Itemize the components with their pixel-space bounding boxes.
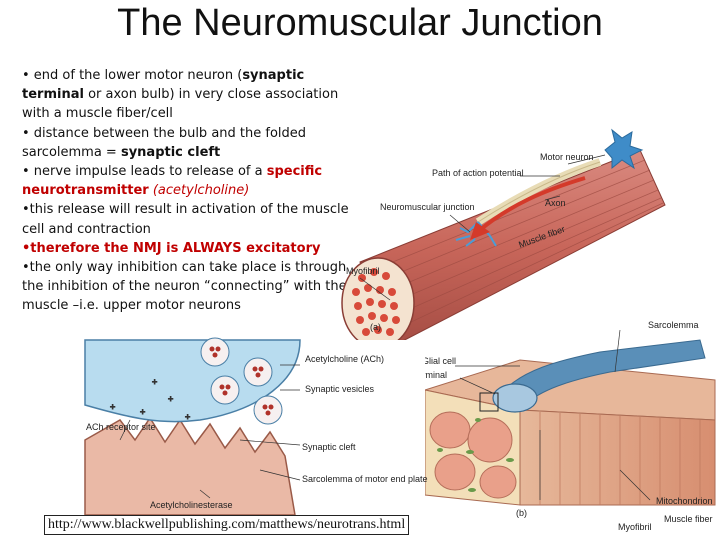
label-axon: Axon bbox=[545, 198, 566, 208]
bullet-list: • end of the lower motor neuron (synapti… bbox=[22, 66, 357, 316]
label-neuromuscular-junction: Neuromuscular junction bbox=[380, 202, 475, 212]
bullet-6: •the only way inhibition can take place … bbox=[22, 260, 347, 314]
bullet-2: • distance between the bulb and the fold… bbox=[22, 125, 307, 160]
svg-text:+: + bbox=[152, 377, 157, 387]
muscle-striations bbox=[367, 159, 664, 333]
source-url[interactable]: http://www.blackwellpublishing.com/matth… bbox=[44, 515, 410, 535]
motor-neuron-body bbox=[604, 128, 644, 170]
action-potential-arrow bbox=[478, 176, 586, 232]
figure-a: Motor neuron Path of action potential Ax… bbox=[341, 128, 666, 349]
label-motor-neuron: Motor neuron bbox=[540, 152, 594, 162]
slide-title: The Neuromuscular Junction bbox=[117, 2, 603, 44]
bullet-4: •this release will result in activation … bbox=[22, 202, 349, 237]
svg-text:+: + bbox=[140, 407, 145, 417]
myofibril-dots bbox=[352, 268, 400, 336]
muscle-cell-sections bbox=[429, 411, 517, 499]
bullet-3: • nerve impulse leads to release of a sp… bbox=[22, 164, 323, 199]
svg-text:+: + bbox=[185, 412, 190, 422]
label-synaptic-terminal: Synaptic terminal bbox=[378, 370, 447, 380]
synaptic-vesicles bbox=[200, 337, 283, 425]
axon-terminal-branches bbox=[455, 221, 497, 247]
synaptic-terminal-shape bbox=[492, 383, 538, 413]
bullet-5: •therefore the NMJ is ALWAYS excitatory bbox=[22, 240, 321, 256]
label-acetylcholine: Acetylcholine (ACh) bbox=[305, 354, 384, 364]
label-glial-cell: Glial cell bbox=[422, 356, 456, 366]
label-muscle-fiber: Muscle fiber bbox=[517, 224, 566, 250]
block-side bbox=[519, 409, 716, 506]
svg-text:+: + bbox=[168, 394, 173, 404]
label-path-action-potential: Path of action potential bbox=[432, 168, 524, 178]
motor-end-plate bbox=[84, 416, 296, 516]
glial-cell-shape bbox=[499, 339, 706, 406]
label-mitochondrion: Mitochondrion bbox=[656, 496, 713, 506]
label-muscle-fiber-b: Muscle fiber bbox=[664, 514, 713, 524]
axon-shape bbox=[475, 158, 602, 226]
label-sarcolemma-b: Sarcolemma bbox=[648, 320, 699, 330]
side-striations bbox=[539, 412, 701, 505]
inset-marker-box bbox=[479, 392, 499, 412]
label-myofibril-b: Myofibril bbox=[618, 522, 652, 532]
nerve-terminal bbox=[84, 339, 301, 423]
label-sarcolemma-motor-end-plate: Sarcolemma of motor end plate bbox=[302, 474, 428, 484]
bullet-1: • end of the lower motor neuron (synapti… bbox=[22, 68, 339, 122]
label-ach-receptor-site: ACh receptor site bbox=[86, 422, 156, 432]
label-acetylcholinesterase: Acetylcholinesterase bbox=[150, 500, 233, 510]
synapse-inset: + + + + + Acetylcholine (ACh) Synaptic ves… bbox=[84, 337, 428, 516]
panel-label-a: (a) bbox=[370, 322, 381, 332]
muscle-fiber-shape bbox=[359, 149, 666, 346]
label-synaptic-cleft: Synaptic cleft bbox=[302, 442, 356, 452]
panel-label-b: (b) bbox=[516, 508, 527, 518]
label-synaptic-vesicles: Synaptic vesicles bbox=[305, 384, 375, 394]
mitochondria bbox=[437, 418, 514, 492]
block-front bbox=[424, 389, 521, 506]
svg-text:+: + bbox=[110, 402, 115, 412]
block-top bbox=[423, 359, 716, 421]
figure-b: Sarcolemma Glial cell Synaptic terminal … bbox=[378, 320, 716, 532]
ach-molecules: + + + + + bbox=[110, 377, 191, 423]
